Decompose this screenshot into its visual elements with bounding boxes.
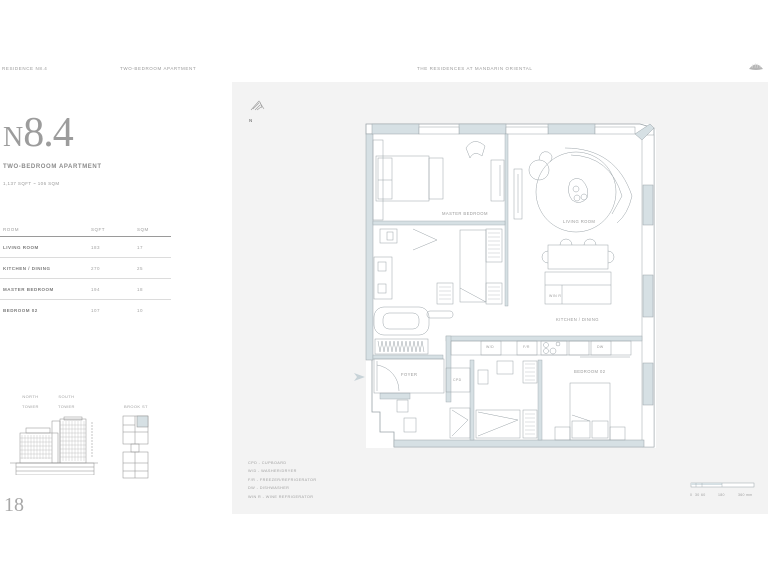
col-room: ROOM [0, 222, 88, 237]
development-name: THE RESIDENCES AT MANDARIN ORIENTAL [417, 66, 533, 71]
north-label: N [249, 118, 253, 123]
appliance-label-wd: W/D [486, 345, 495, 349]
key-floor-plate-diagram [122, 415, 149, 479]
page-number: 18 [4, 494, 24, 516]
appliance-label-dw: DW [597, 345, 604, 349]
col-sqft: SQFT [88, 222, 134, 237]
legend-item: CPD - CUPBOARD [248, 461, 287, 465]
scale-bar [690, 482, 755, 488]
legend-item: W/D - WASHER/DRYER [248, 469, 297, 474]
table-row: KITCHEN / DINING 270 25 [0, 257, 171, 279]
col-sqm: SQM [134, 222, 171, 237]
building-elevation-diagram [10, 416, 98, 475]
legend-item: F/R - FREEZER/REFRIGERATOR [248, 477, 317, 482]
unit-area: 1,137 SQFT ~ 106 SQM [3, 181, 60, 186]
street-label: BROOK ST [124, 404, 148, 409]
unit-title: TWO-BEDROOM APARTMENT [3, 164, 102, 170]
room-label-bedroom-02: BEDROOM 02 [574, 369, 606, 374]
room-label-cpd: CPD [453, 378, 462, 382]
residence-label: RESIDENCE N8.4 [2, 66, 48, 71]
entry-arrow-icon [354, 373, 365, 381]
room-label-kitchen-dining: KITCHEN / DINING [556, 317, 599, 322]
legend-item: DW - DISHWASHER [248, 486, 290, 491]
room-label-living-room: LIVING ROOM [563, 219, 596, 224]
appliance-label-winr: WIN R [549, 294, 562, 298]
unit-number: N8.4 [3, 110, 74, 156]
appliance-label-fr: F/R [523, 345, 530, 349]
table-row: BEDROOM 02 107 10 [3, 307, 144, 313]
legend-item: WIN R - WINE REFRIGERATOR [248, 494, 314, 499]
abbreviation-legend: CPD - CUPBOARD W/D - WASHER/DRYER F/R - … [248, 459, 316, 501]
fan-logo-icon [749, 62, 763, 70]
apartment-type-label: TWO-BEDROOM APARTMENT [120, 66, 197, 71]
room-label-master-bedroom: MASTER BEDROOM [442, 211, 488, 216]
table-row: MASTER BEDROOM 194 18 [0, 278, 171, 300]
table-header-row: ROOM SQFT SQM [0, 222, 171, 237]
room-area-table: ROOM SQFT SQM LIVING ROOM 183 17 KITCHEN… [0, 222, 171, 320]
room-label-foyer: FOYER [401, 372, 418, 377]
north-arrow-icon [250, 100, 265, 111]
table-row: LIVING ROOM 183 17 [0, 236, 171, 258]
